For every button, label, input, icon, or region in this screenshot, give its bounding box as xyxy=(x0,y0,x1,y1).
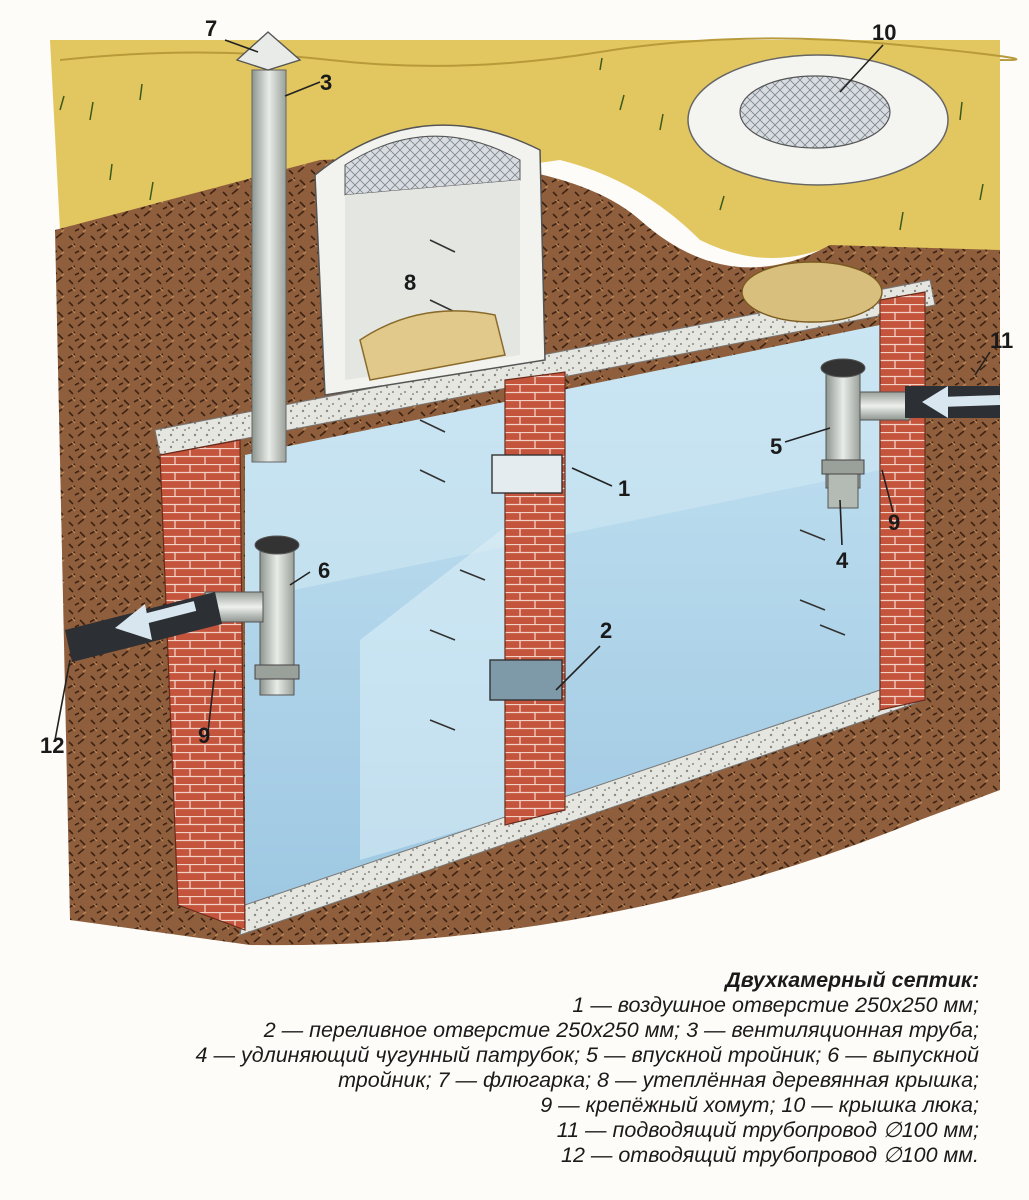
legend-line: тройник; 7 — флюгарка; 8 — утеплённая де… xyxy=(338,1068,979,1092)
callout-4: 4 xyxy=(836,548,849,573)
callout-8: 8 xyxy=(404,270,417,295)
legend-caption: Двухкамерный септик: 1 — воздушное отвер… xyxy=(39,968,979,1168)
leader-lines xyxy=(54,39,991,741)
outlet-pipe xyxy=(65,592,222,662)
concrete-slab xyxy=(154,279,936,456)
legend-title: Двухкамерный септик: xyxy=(725,968,979,992)
cast-iron-extension xyxy=(827,469,859,509)
insulated-wooden-lid xyxy=(359,310,506,381)
callout-10: 10 xyxy=(872,20,897,45)
overflow-opening xyxy=(489,659,563,701)
legend-line: 9 — крепёжный хомут; 10 — крышка люка; xyxy=(540,1093,979,1117)
callout-1: 1 xyxy=(618,476,631,501)
air-opening xyxy=(491,454,563,494)
callout-11: 11 xyxy=(990,328,1014,353)
brick-wall-left xyxy=(159,439,246,931)
callout-3: 3 xyxy=(320,70,333,95)
callout-7: 7 xyxy=(205,16,218,41)
callout-12: 12 xyxy=(40,733,65,758)
legend-line: 4 — удлиняющий чугунный патрубок; 5 — вп… xyxy=(195,1043,979,1067)
septic-tank-illustration xyxy=(50,31,1018,946)
inlet-pipe xyxy=(905,386,1001,418)
legend-line: 1 — воздушное отверстие 250x250 мм; xyxy=(572,993,979,1017)
brick-wall-middle xyxy=(504,371,566,826)
ventilation-pipe xyxy=(251,69,287,463)
legend-line: 2 — переливное отверстие 250x250 мм; 3 —… xyxy=(263,1018,979,1042)
callout-5: 5 xyxy=(770,434,783,459)
callout-6: 6 xyxy=(318,558,331,583)
lower-wooden-hatch xyxy=(741,261,883,323)
callout-9-left: 9 xyxy=(198,723,211,748)
brick-wall-right xyxy=(879,291,926,711)
legend-line: 12 — отводящий трубопровод ∅100 мм. xyxy=(560,1143,979,1167)
legend-line: 11 — подводящий трубопровод ∅100 мм; xyxy=(556,1118,979,1142)
weather-vane xyxy=(235,31,302,71)
callout-9-right: 9 xyxy=(888,510,901,535)
manhole-cover xyxy=(687,54,949,186)
outlet-tee xyxy=(204,535,300,696)
clamp-right xyxy=(821,459,865,475)
callout-2: 2 xyxy=(600,618,613,643)
